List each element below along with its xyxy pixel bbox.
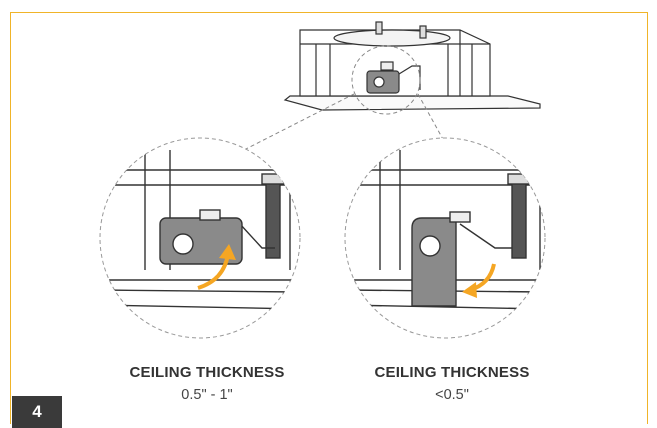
clip-folded — [159, 209, 243, 265]
caption-right-value: <0.5" — [435, 387, 469, 403]
caption-left: CEILING THICKNESS 0.5" - 1" — [97, 364, 317, 403]
clip-extended — [411, 211, 471, 307]
step-number-badge: 4 — [12, 396, 62, 428]
detail-circle-right — [344, 137, 546, 339]
caption-right: CEILING THICKNESS <0.5" — [342, 364, 562, 403]
diagram-frame — [10, 12, 648, 424]
rotation-arrow — [197, 244, 236, 290]
detail-circle-left — [99, 137, 301, 339]
caption-left-value: 0.5" - 1" — [181, 387, 233, 403]
rotation-arrow — [462, 263, 496, 298]
fixture-housing — [283, 21, 541, 111]
caption-left-heading: CEILING THICKNESS — [129, 364, 285, 381]
caption-right-heading: CEILING THICKNESS — [374, 364, 530, 381]
